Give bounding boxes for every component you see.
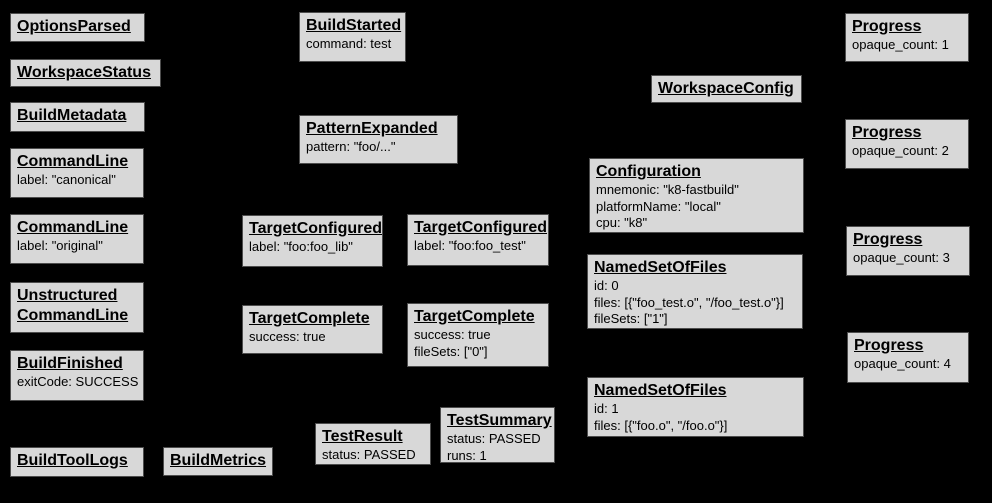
node-attr: fileSets: ["0"]	[414, 343, 488, 359]
node-progress-3: Progress opaque_count: 3	[846, 226, 970, 276]
node-title: Configuration	[596, 163, 701, 180]
node-attr: label: "original"	[17, 238, 103, 253]
node-pattern-expanded: PatternExpanded pattern: "foo/..."	[299, 115, 458, 164]
node-target-configured-lib: TargetConfigured label: "foo:foo_lib"	[242, 215, 383, 267]
node-title: OptionsParsed	[17, 18, 131, 35]
node-workspace-status: WorkspaceStatus	[10, 59, 161, 87]
node-target-complete-lib: TargetComplete success: true	[242, 305, 383, 354]
node-unstructured-command-line: Unstructured CommandLine	[10, 282, 144, 333]
node-title: CommandLine	[17, 153, 129, 170]
node-attr: mnemonic: "k8-fastbuild"	[596, 182, 739, 197]
node-title: TargetConfigured	[249, 220, 383, 237]
node-command-line-original: CommandLine label: "original"	[10, 214, 144, 264]
node-progress-1: Progress opaque_count: 1	[845, 13, 969, 62]
node-title: WorkspaceStatus	[17, 64, 151, 81]
node-build-started: BuildStarted command: test	[299, 12, 406, 62]
node-attr: command: test	[306, 36, 392, 51]
node-build-metrics: BuildMetrics	[163, 447, 273, 476]
node-attr: label: "foo:foo_test"	[414, 238, 526, 253]
node-attr: status: PASSED	[322, 447, 416, 462]
node-title: TargetComplete	[414, 308, 535, 325]
node-attr: opaque_count: 3	[853, 250, 950, 265]
node-attr: opaque_count: 2	[852, 143, 949, 158]
node-command-line-canonical: CommandLine label: "canonical"	[10, 148, 144, 198]
node-build-metadata: BuildMetadata	[10, 102, 145, 132]
node-title: BuildMetrics	[170, 452, 267, 469]
node-build-finished: BuildFinished exitCode: SUCCESS	[10, 350, 144, 401]
node-title: CommandLine	[17, 219, 129, 236]
node-title: BuildStarted	[306, 17, 402, 34]
node-title: BuildToolLogs	[17, 452, 128, 469]
node-attr: label: "canonical"	[17, 172, 116, 187]
node-attr: cpu: "k8"	[596, 215, 648, 230]
node-title: Progress	[854, 337, 924, 354]
node-title: WorkspaceConfig	[658, 80, 794, 97]
node-options-parsed: OptionsParsed	[10, 13, 145, 42]
node-title: TestResult	[322, 428, 403, 445]
node-build-tool-logs: BuildToolLogs	[10, 447, 144, 477]
node-attr: fileSets: ["1"]	[594, 311, 668, 326]
node-target-configured-test: TargetConfigured label: "foo:foo_test"	[407, 214, 549, 266]
node-attr: files: [{"foo.o", "/foo.o"}]	[594, 417, 728, 433]
node-title: NamedSetOfFiles	[594, 382, 727, 399]
node-title: PatternExpanded	[306, 120, 438, 137]
node-attr: exitCode: SUCCESS	[17, 374, 139, 389]
node-title: BuildMetadata	[17, 107, 127, 124]
node-attr: id: 1	[594, 401, 619, 416]
node-title: Progress	[852, 124, 922, 141]
node-title: TestSummary	[447, 412, 552, 429]
node-title: BuildFinished	[17, 355, 123, 372]
node-test-result: TestResult status: PASSED	[315, 423, 431, 465]
node-attr: id: 0	[594, 278, 619, 293]
node-title: TargetComplete	[249, 310, 370, 327]
node-attr: status: PASSED	[447, 431, 541, 446]
node-progress-2: Progress opaque_count: 2	[845, 119, 969, 169]
node-attr: runs: 1	[447, 447, 487, 463]
node-attr: success: true	[414, 327, 491, 342]
node-attr: pattern: "foo/..."	[306, 139, 396, 154]
node-title: Unstructured CommandLine	[17, 287, 129, 324]
node-attr: label: "foo:foo_lib"	[249, 239, 353, 254]
node-title: Progress	[852, 18, 922, 35]
node-title: Progress	[853, 231, 923, 248]
node-title: NamedSetOfFiles	[594, 259, 727, 276]
node-attr: opaque_count: 4	[854, 356, 951, 371]
node-attr: opaque_count: 1	[852, 37, 949, 52]
node-attr: platformName: "local"	[596, 198, 721, 214]
node-progress-4: Progress opaque_count: 4	[847, 332, 969, 383]
node-workspace-config: WorkspaceConfig	[651, 75, 802, 103]
node-attr: success: true	[249, 329, 326, 344]
node-attr: files: [{"foo_test.o", "/foo_test.o"}]	[594, 294, 784, 310]
node-configuration: Configuration mnemonic: "k8-fastbuild"pl…	[589, 158, 804, 233]
node-title: TargetConfigured	[414, 219, 548, 236]
